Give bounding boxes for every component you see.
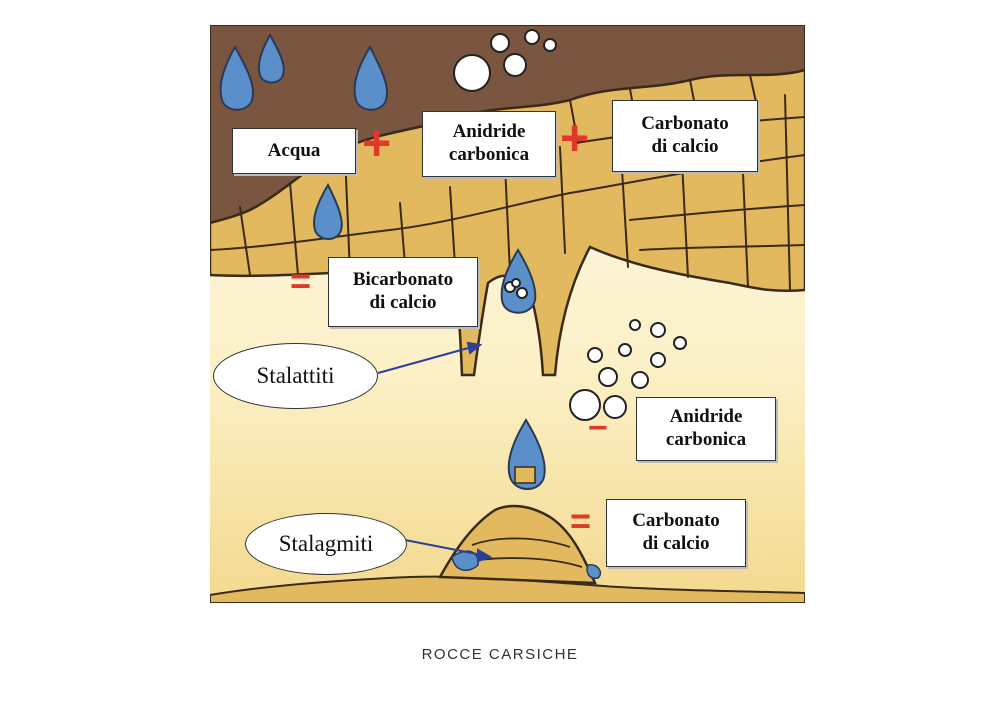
label-acqua: Acqua (232, 128, 356, 174)
label-anidride-carbonica-top: Anidride carbonica (422, 111, 556, 177)
drop-crystal (515, 467, 535, 483)
karst-diagram: Acqua Anidride carbonica Carbonato di ca… (210, 25, 805, 603)
plus-sign: + (560, 113, 589, 163)
label-stalattiti: Stalattiti (213, 343, 378, 409)
equals-sign: = (570, 503, 591, 539)
page-caption: ROCCE CARSICHE (0, 646, 1000, 663)
minus-sign: − (588, 411, 608, 445)
label-bicarbonato-calcio: Bicarbonato di calcio (328, 257, 478, 327)
plus-sign: + (362, 118, 391, 168)
label-carbonato-calcio-bottom: Carbonato di calcio (606, 499, 746, 567)
label-stalagmiti: Stalagmiti (245, 513, 407, 575)
label-anidride-carbonica-bottom: Anidride carbonica (636, 397, 776, 461)
equals-sign: = (290, 263, 311, 299)
label-carbonato-calcio-top: Carbonato di calcio (612, 100, 758, 172)
